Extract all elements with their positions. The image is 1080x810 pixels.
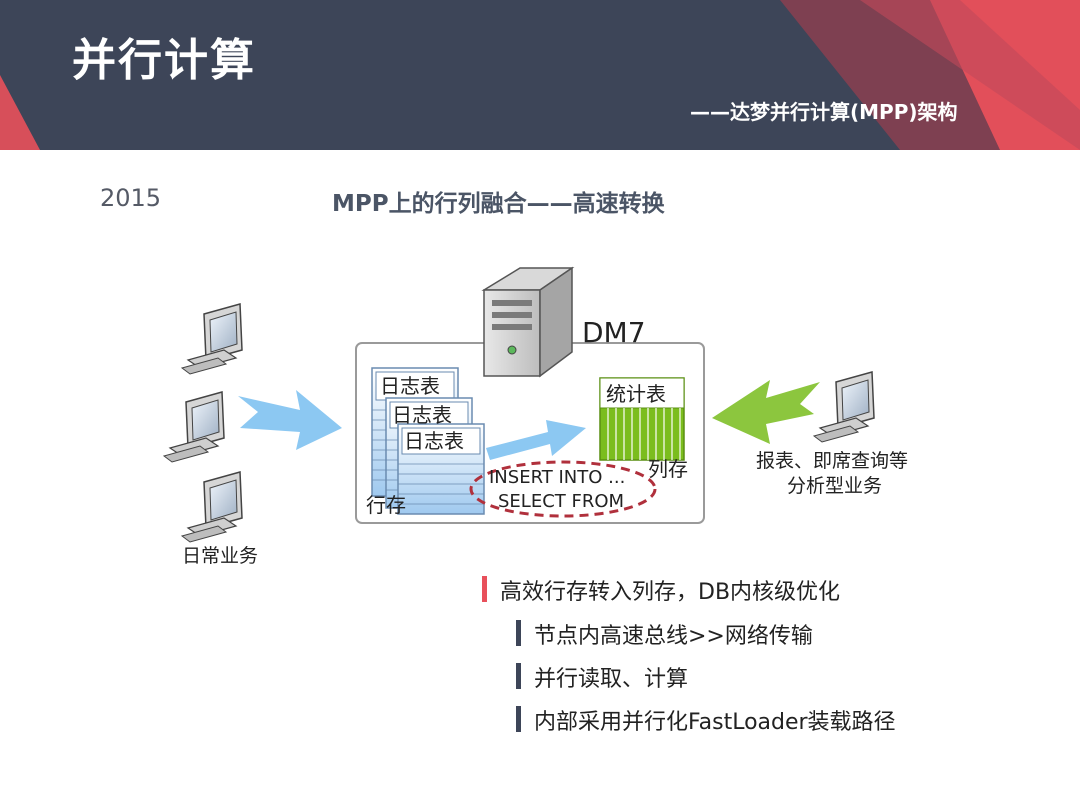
slide-subtitle: ——达梦并行计算(MPP)架构 [690,100,958,124]
sql-highlight-ellipse [469,460,657,518]
bullet-bar-dark [516,663,521,689]
architecture-diagram: DM7 [162,266,908,567]
bullet-sub-1: 节点内高速总线>>网络传输 [516,618,813,650]
bullet-bar-red [482,576,487,602]
inflow-arrow-green [712,380,820,444]
header-banner [0,0,1080,150]
slide-heading: MPP上的行列融合——高速转换 [332,191,665,217]
bullet-main: 高效行存转入列存，DB内核级优化 [482,574,841,606]
left-clients-label: 日常业务 [182,545,258,567]
bullet-sub-1-text: 节点内高速总线>>网络传输 [534,624,813,649]
stat-table [599,377,685,461]
bullet-sub-2: 并行读取、计算 [516,661,689,693]
inflow-arrow-blue [238,390,342,450]
slide-title: 并行计算 [72,35,256,86]
year-label: 2015 [100,184,162,212]
log-table-label-3: 日志表 [404,429,464,453]
log-table-stack [371,367,485,515]
desktop-computer-icon [162,391,225,463]
log-table-label-2: 日志表 [392,403,452,427]
bullet-bar-dark [516,620,521,646]
bullet-sub-3-text: 内部采用并行化FastLoader装载路径 [534,710,896,735]
log-table-3 [397,423,485,515]
conversion-arrow [486,420,586,460]
bullet-main-text: 高效行存转入列存，DB内核级优化 [500,580,841,605]
desktop-computer-icon [180,471,243,543]
sql-line-2: SELECT FROM [498,491,624,512]
desktop-computer-icon [812,371,875,443]
server-label: DM7 [582,316,646,349]
sql-line-1: INSERT INTO ... [489,467,625,488]
log-table-label-1: 日志表 [380,374,440,398]
bullet-sub-2-text: 并行读取、计算 [534,667,689,692]
bullet-bar-dark [516,706,521,732]
server-tower-icon [481,266,575,378]
stat-table-label: 统计表 [606,382,666,406]
desktop-computer-icon [180,303,243,375]
column-store-label: 列存 [648,457,688,481]
right-client-label-line1: 报表、即席查询等 [756,450,908,472]
bullet-sub-3: 内部采用并行化FastLoader装载路径 [516,704,896,736]
row-store-label: 行存 [366,493,406,517]
right-client-label-line2: 分析型业务 [787,475,882,497]
